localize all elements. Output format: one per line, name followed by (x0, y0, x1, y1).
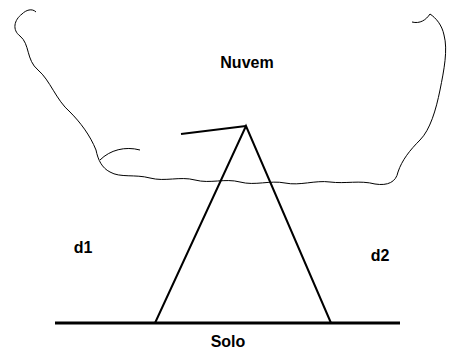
ground-line (55, 322, 400, 325)
ground-label: Solo (211, 334, 246, 350)
distance-label: d1 (74, 240, 93, 256)
lightning-path (155, 126, 331, 323)
cloud-label: Nuvem (220, 55, 273, 71)
distance-label: d2 (371, 248, 390, 264)
